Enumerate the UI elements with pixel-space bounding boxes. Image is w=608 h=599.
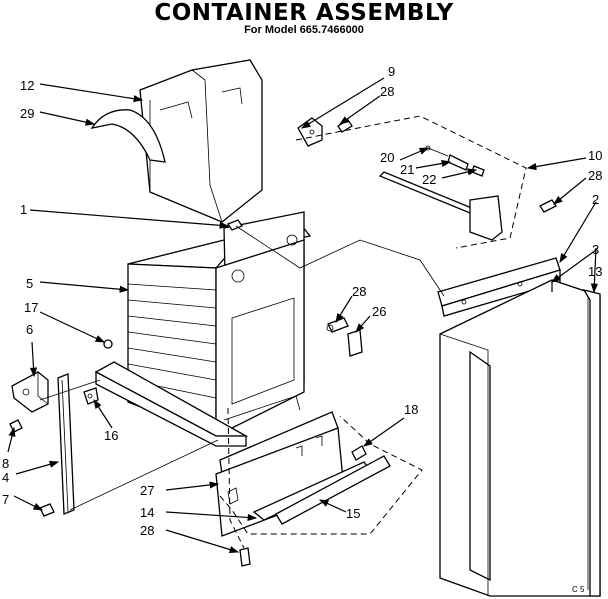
callout-28-bottom: 28 [140,523,154,538]
part-1-screw [227,219,243,231]
part-9-bracket [297,117,323,147]
callout-5: 5 [26,276,33,291]
part-3-door-gasket [582,288,601,597]
diagram-title: CONTAINER ASSEMBLY [154,0,454,26]
callout-28-right: 28 [588,168,602,183]
figure-code: C 5 [572,585,585,594]
callout-21: 21 [400,162,414,177]
part-10-enclosure [295,115,527,249]
guide-line-left [227,407,245,549]
callout-3: 3 [592,242,599,257]
part-10-rod-assembly [378,145,503,241]
part-12-liner [139,59,263,223]
callout-16: 16 [104,428,118,443]
callout-27: 27 [140,483,154,498]
part-15-rail [275,455,391,525]
part-28-screw-top [337,119,353,133]
callout-18: 18 [404,402,418,417]
callout-28-middle: 28 [352,284,366,299]
callout-28-top: 28 [380,84,394,99]
guide-line-hinge [39,379,219,511]
callout-12: 12 [20,78,34,93]
callout-10: 10 [588,148,602,163]
part-29-curved-clip [90,109,166,163]
callout-2: 2 [592,192,599,207]
part-18-screw [351,445,367,461]
callout-13: 13 [588,264,602,279]
part-4-vertical-strip [57,373,75,515]
callout-14: 14 [140,505,154,520]
callout-6: 6 [26,322,33,337]
leader-lines [7,77,598,553]
callout-20: 20 [380,150,394,165]
guide-line-top [235,225,445,297]
callout-22: 22 [422,172,436,187]
callout-7: 7 [2,492,9,507]
diagram-subtitle: For Model 665.7466000 [244,24,364,36]
part-28-screw-bottom [239,547,251,567]
part-7-screw [39,503,55,517]
callout-4: 4 [2,470,9,485]
part-28-screw-right [539,199,557,213]
callout-26: 26 [372,304,386,319]
part-26-clip [347,329,363,357]
part-16-screw [83,387,99,405]
part-17-bushing [103,339,113,349]
part-8-screw [9,419,23,433]
callout-labels: 12 29 9 28 20 21 22 10 28 1 2 3 13 5 17 … [2,64,602,594]
part-13-door-panel [439,279,601,597]
callout-29: 29 [20,106,34,121]
callout-17: 17 [24,300,38,315]
callout-1: 1 [20,202,27,217]
part-6-hinge [11,371,49,413]
callout-15: 15 [346,506,360,521]
callout-9: 9 [388,64,395,79]
callout-8: 8 [2,456,9,471]
part-5-container-body [94,211,312,447]
